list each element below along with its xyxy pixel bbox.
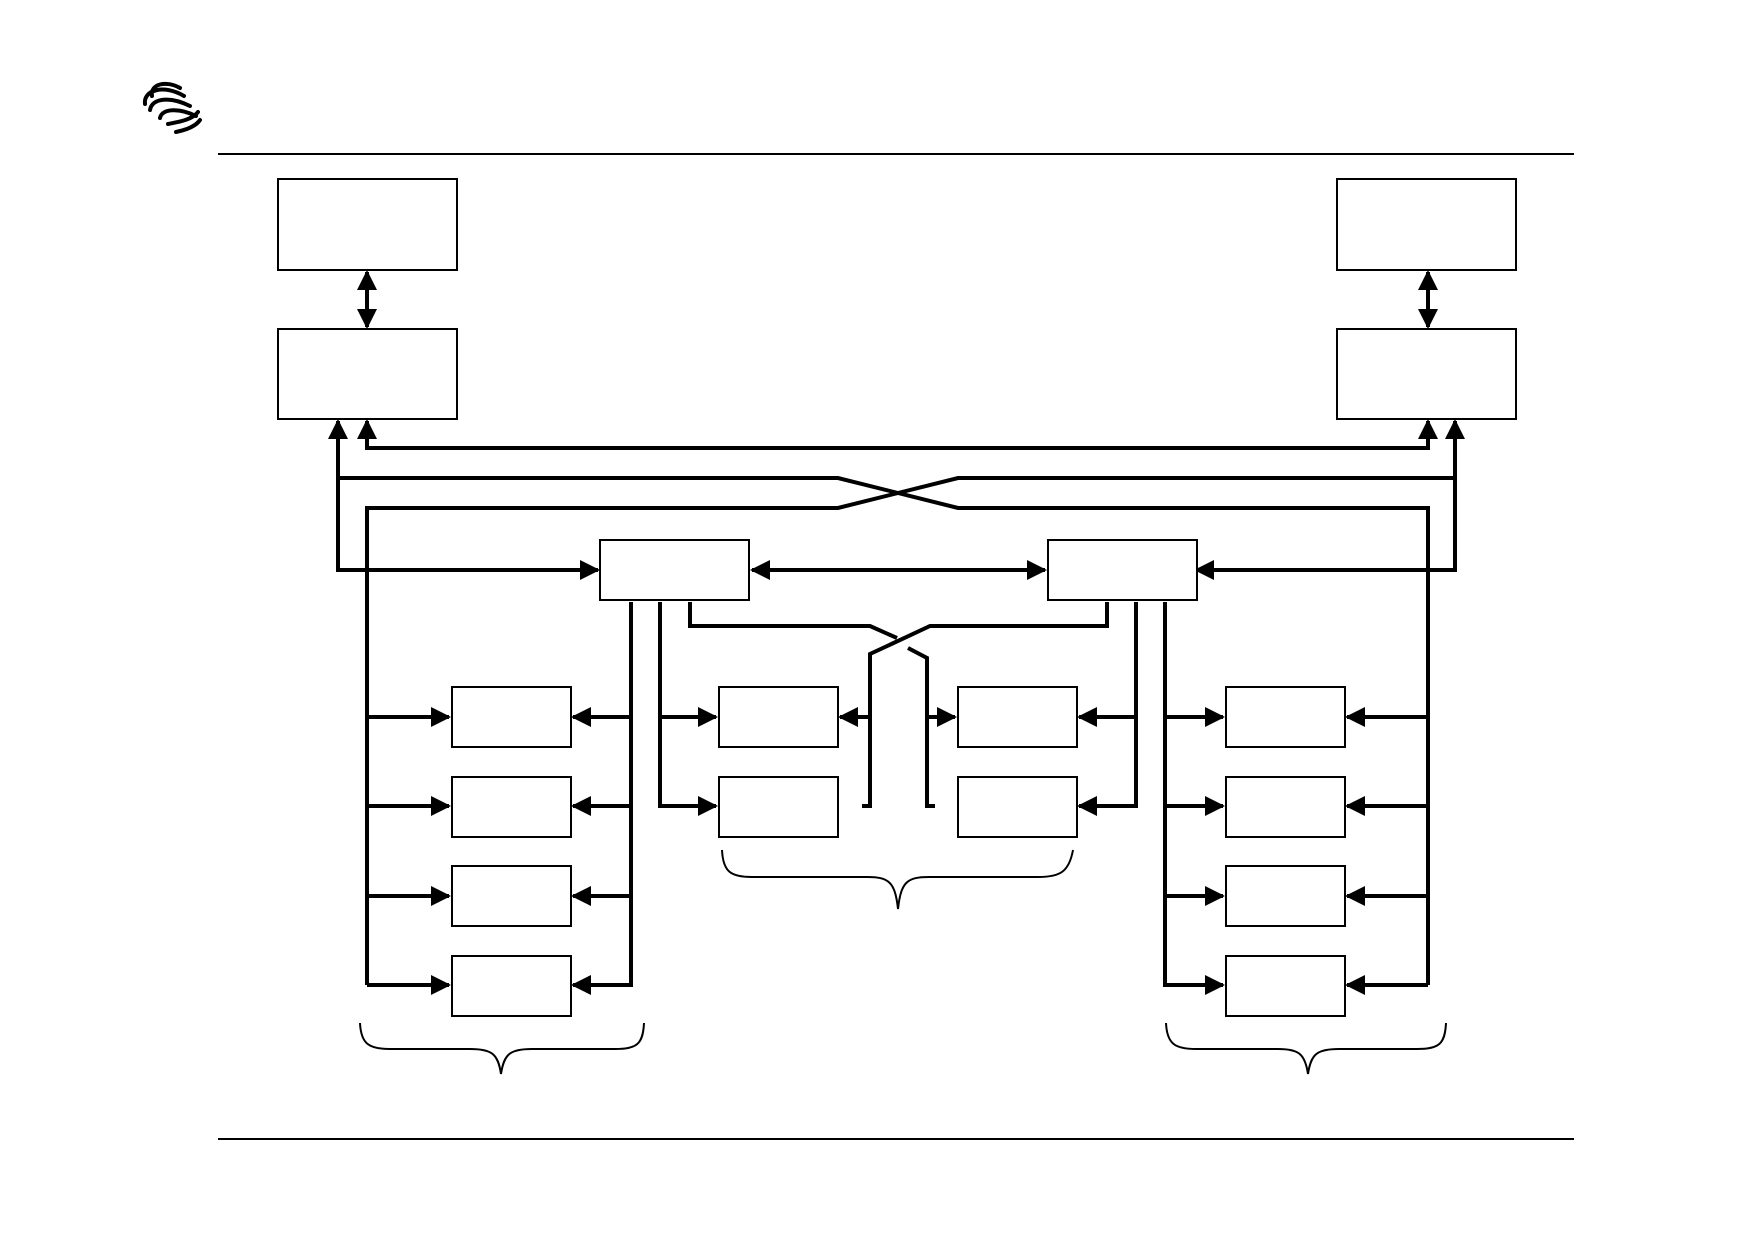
swirl-logo-icon (142, 81, 202, 134)
right-node-box-2 (1225, 776, 1346, 838)
left-node-group (367, 602, 633, 1017)
switch-crossover-right (862, 602, 1109, 808)
left-node-box-4 (451, 955, 572, 1017)
center-group-brace (721, 849, 1074, 910)
center-node-box-4 (957, 776, 1078, 838)
top-right-box (1336, 178, 1517, 271)
center-node-group (658, 602, 1138, 838)
right-node-box-4 (1225, 955, 1346, 1017)
right-node-group (1163, 602, 1428, 1017)
switch-crossover-left (688, 602, 898, 640)
switch-crossover-left-drop (907, 646, 935, 808)
center-node-box-2 (718, 776, 839, 838)
right-node-box-3 (1225, 865, 1346, 927)
left-switch-box (599, 539, 750, 601)
right-switch-feed (1194, 478, 1457, 580)
center-node-box-3 (957, 686, 1078, 748)
center-node-box-1 (718, 686, 839, 748)
left-node-box-3 (451, 865, 572, 927)
left-group-brace (359, 1022, 645, 1075)
left-switch-feed (328, 419, 600, 580)
top-left-box (277, 178, 458, 271)
mid-left-box (277, 328, 458, 420)
left-node-box-1 (451, 686, 572, 748)
right-group-brace (1165, 1022, 1447, 1075)
right-node-box-1 (1225, 686, 1346, 748)
mid-right-box (1336, 328, 1517, 420)
right-switch-box (1047, 539, 1198, 601)
top-bus-line (357, 419, 1438, 450)
left-node-box-2 (451, 776, 572, 838)
